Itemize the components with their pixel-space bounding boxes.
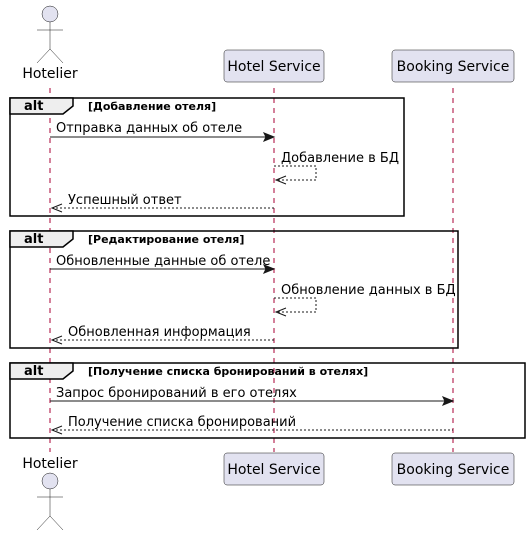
arrow-head-icon bbox=[274, 307, 287, 317]
message-label: Обновление данных в БД bbox=[281, 283, 456, 298]
fragment-keyword: alt bbox=[24, 232, 43, 247]
fragment-condition: [Добавление отеля] bbox=[88, 100, 216, 113]
self-message-arrow bbox=[274, 165, 317, 181]
message-label: Запрос бронирований в его отелях bbox=[56, 386, 297, 401]
participant-booking-service-top: Booking Service bbox=[391, 49, 515, 83]
participant-label: Hotelier bbox=[22, 66, 78, 82]
arrow-head-icon bbox=[441, 396, 455, 406]
actor-figure-icon bbox=[36, 5, 64, 64]
message-label: Получение списка бронирований bbox=[68, 415, 296, 430]
participant-label: Booking Service bbox=[397, 59, 510, 75]
fragment-condition: [Редактирование отеля] bbox=[88, 233, 244, 246]
self-message-arrow bbox=[274, 297, 317, 313]
arrow-head-icon bbox=[274, 175, 287, 185]
participant-booking-service-bottom: Booking Service bbox=[391, 452, 515, 486]
message-label: Обновленная информация bbox=[68, 325, 251, 340]
participant-label: Booking Service bbox=[397, 462, 510, 478]
participant-hotelier-top: Hotelier bbox=[22, 5, 78, 82]
message-label: Успешный ответ bbox=[68, 193, 182, 208]
message-label: Обновленные данные об отеле bbox=[56, 254, 270, 269]
fragment-keyword: alt bbox=[24, 364, 43, 379]
alt-fragment-bookings-list: alt [Получение списка бронирований в оте… bbox=[9, 362, 526, 439]
participant-label: Hotel Service bbox=[227, 59, 320, 75]
actor-figure-icon bbox=[36, 472, 64, 531]
arrow-head-icon bbox=[50, 335, 63, 345]
participant-hotel-service-bottom: Hotel Service bbox=[223, 452, 325, 486]
participant-hotelier-bottom: Hotelier bbox=[22, 456, 78, 531]
alt-fragment-add-hotel: alt [Добавление отеля] Отправка данных о… bbox=[9, 97, 405, 217]
participant-hotel-service-top: Hotel Service bbox=[223, 49, 325, 83]
arrow-head-icon bbox=[262, 132, 276, 142]
arrow-head-icon bbox=[50, 425, 63, 435]
message-label: Добавление в БД bbox=[281, 151, 399, 166]
participant-label: Hotelier bbox=[22, 456, 78, 472]
arrow-head-icon bbox=[262, 264, 276, 274]
alt-fragment-edit-hotel: alt [Редактирование отеля] Обновленные д… bbox=[9, 230, 459, 349]
fragment-keyword: alt bbox=[24, 99, 43, 114]
participant-label: Hotel Service bbox=[227, 462, 320, 478]
arrow-head-icon bbox=[50, 203, 63, 213]
fragment-condition: [Получение списка бронирований в отелях] bbox=[88, 365, 368, 378]
message-label: Отправка данных об отеле bbox=[56, 121, 242, 136]
